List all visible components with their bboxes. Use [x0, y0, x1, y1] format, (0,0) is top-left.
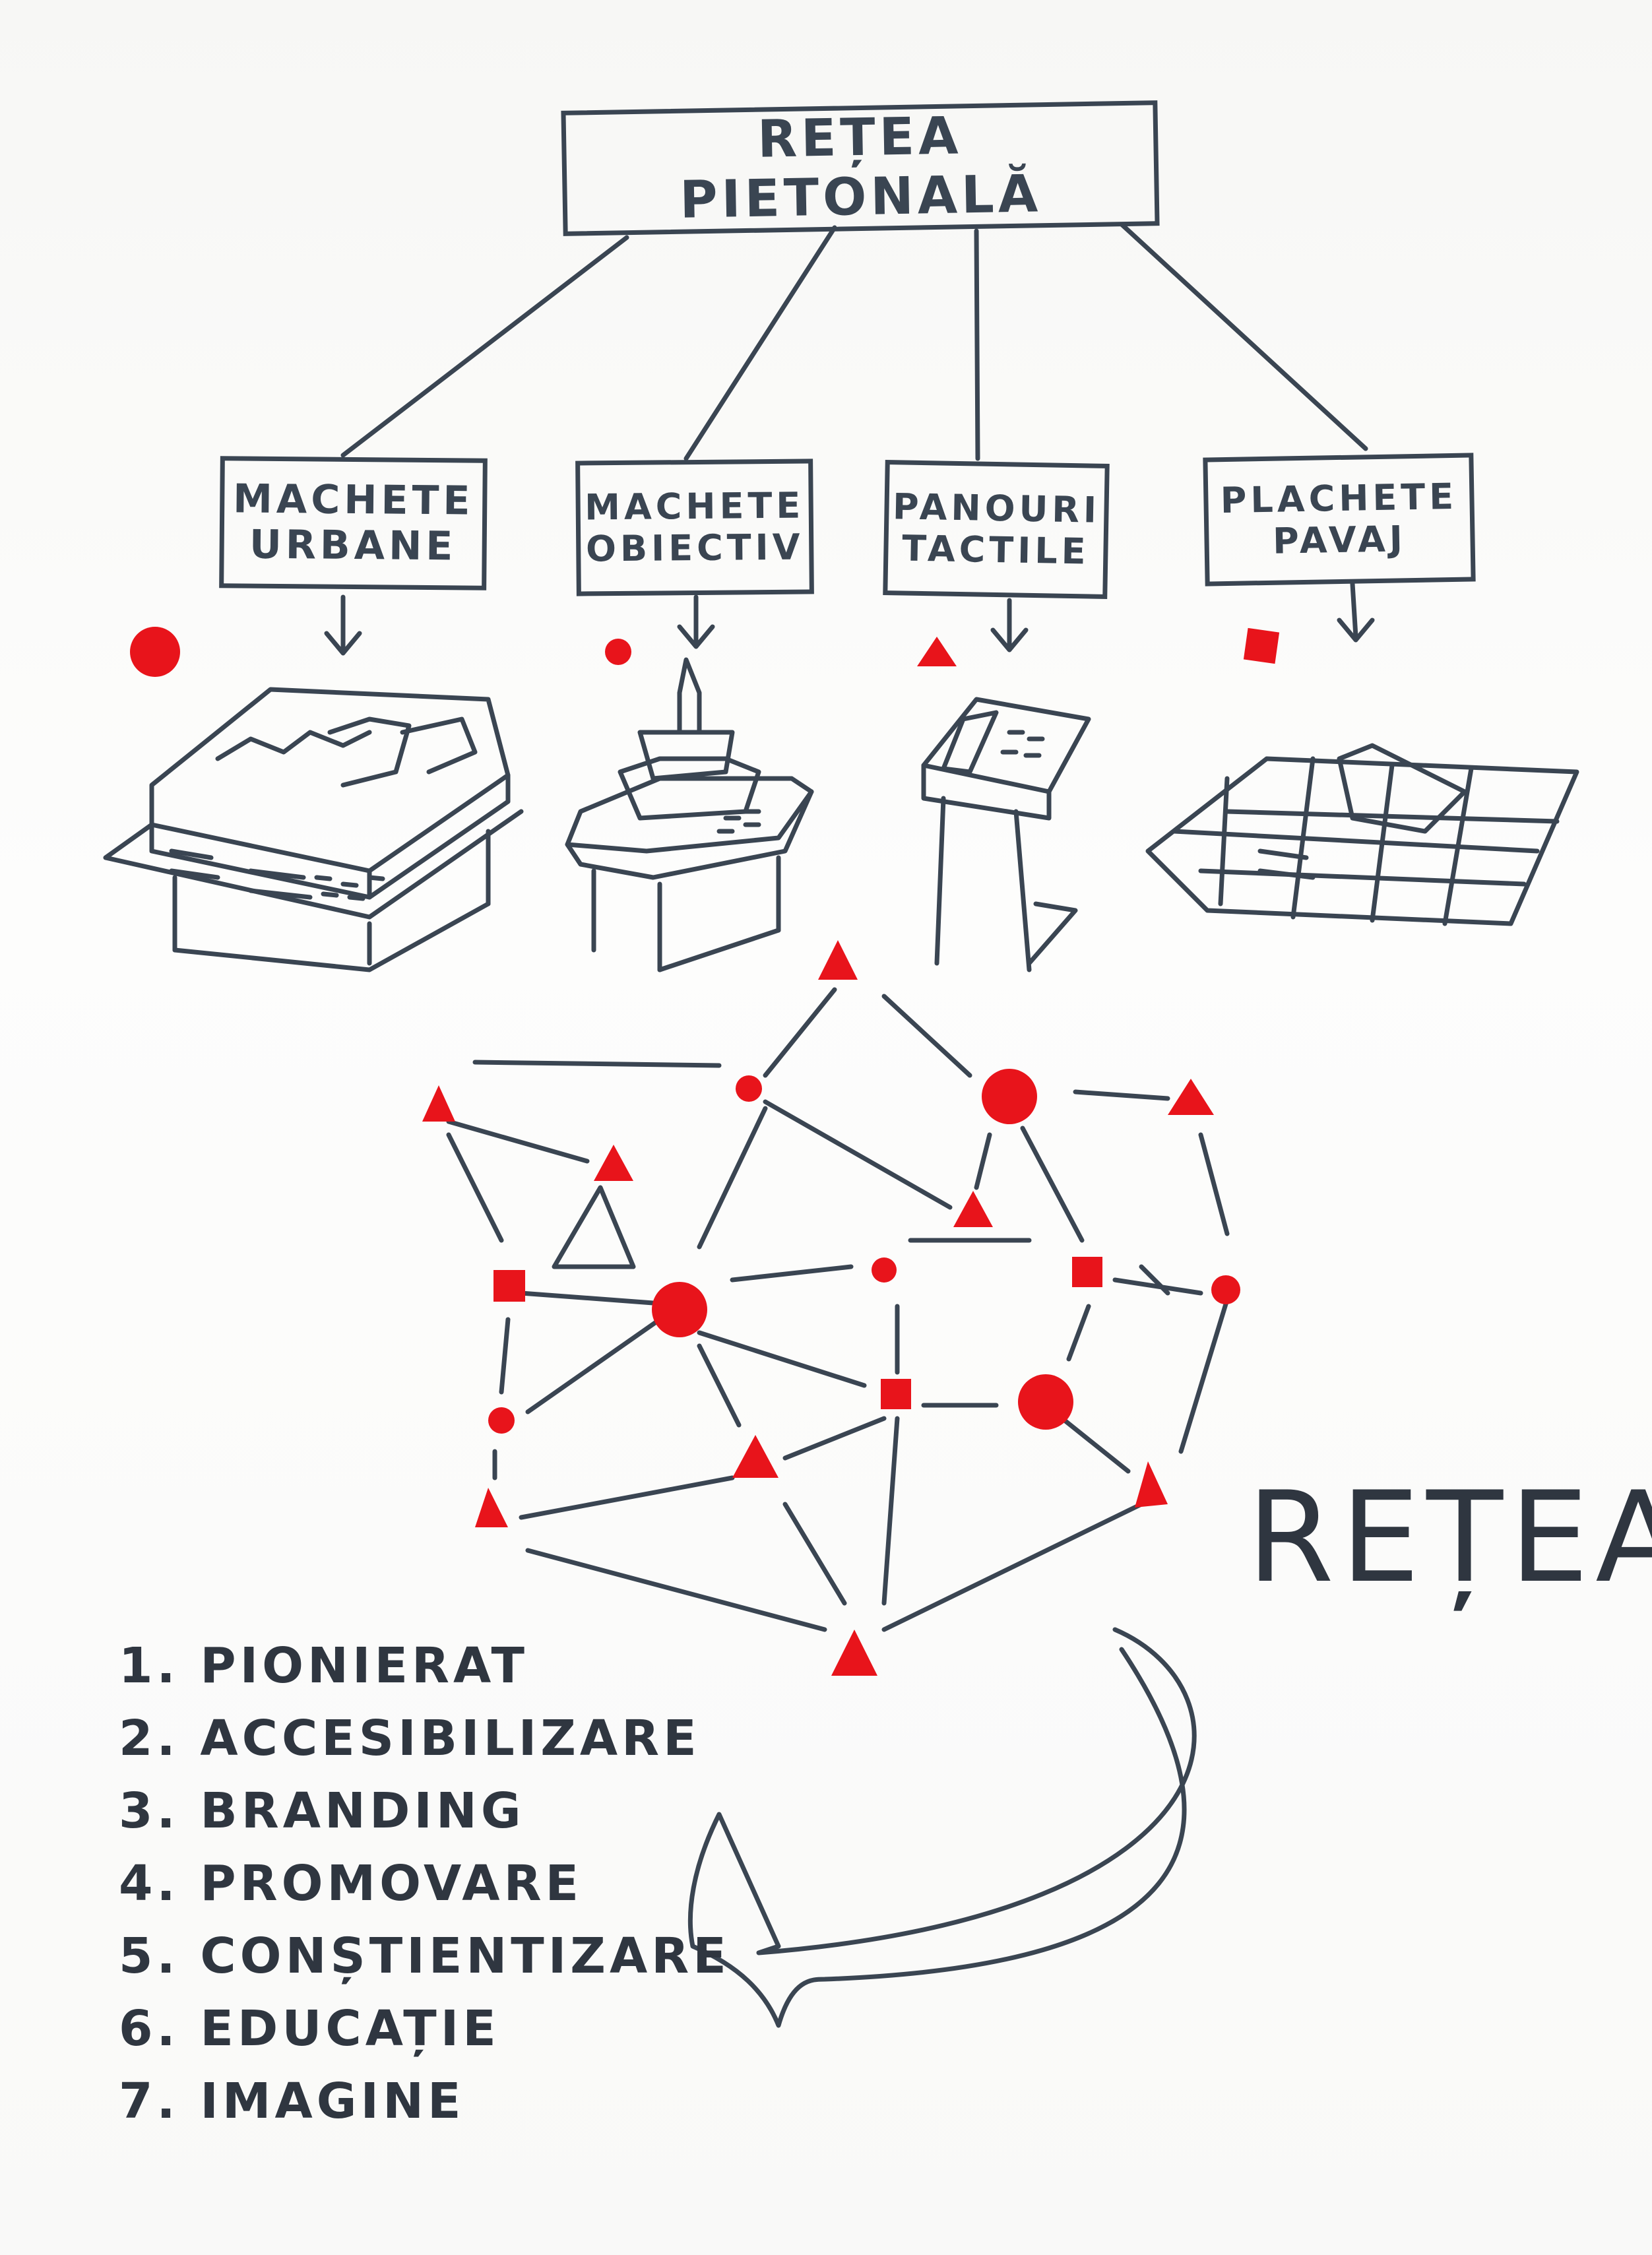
- network-label: REȚEA: [1247, 1465, 1652, 1610]
- category-box-panels: PANOURI TACTILE: [883, 460, 1110, 599]
- arrow-cat-1: [677, 594, 715, 649]
- connector-title-cat-0: [340, 235, 629, 458]
- arrow-cat-2: [990, 598, 1029, 652]
- category-box-urban: MACHETE URBANE: [219, 456, 488, 590]
- connector-title-cat-2: [974, 228, 980, 461]
- objective-model-sketch: [565, 657, 814, 972]
- benefits-list: 1. PIONIERAT 2. ACCESIBILIZARE 3. BRANDI…: [119, 1630, 730, 2138]
- list-item: 3. BRANDING: [119, 1783, 525, 1839]
- connector-title-cat-1: [683, 225, 837, 461]
- title-text: REȚEA PIETONALĂ: [679, 106, 1042, 230]
- network-nodes: [422, 940, 1240, 1676]
- marker-panel: [917, 637, 957, 666]
- list-item: 2. ACCESIBILIZARE: [119, 1710, 701, 1767]
- title-box: REȚEA PIETONALĂ: [561, 100, 1160, 236]
- marker-pavaj: [1243, 627, 1280, 664]
- connector-title-cat-3: [1119, 222, 1368, 451]
- list-item: 7. IMAGINE: [119, 2073, 465, 2130]
- list-item: 6. EDUCAȚIE: [119, 2000, 500, 2057]
- network-edges: [446, 987, 1230, 1632]
- arrow-cat-0: [324, 594, 362, 656]
- category-box-objective: MACHETE OBIECTIV: [575, 459, 814, 596]
- category-label: MACHETE URBANE: [232, 476, 474, 570]
- urban-model-sketch: [103, 687, 524, 972]
- category-label: PLACHETE PAVAJ: [1220, 476, 1458, 562]
- tactile-panel-sketch: [921, 697, 1091, 972]
- marker-urban: [130, 627, 180, 677]
- list-item: 4. PROMOVARE: [119, 1855, 583, 1912]
- list-item: 1. PIONIERAT: [119, 1637, 529, 1694]
- list-item: 5. CONȘTIENTIZARE: [119, 1928, 730, 1985]
- category-box-pavaj: PLACHETE PAVAJ: [1203, 453, 1476, 587]
- marker-objective: [605, 639, 631, 665]
- paving-plates-sketch: [1145, 743, 1579, 926]
- category-label: PANOURI TACTILE: [892, 486, 1101, 572]
- category-label: MACHETE OBIECTIV: [584, 484, 805, 569]
- arrow-cat-3: [1337, 581, 1375, 643]
- curved-arrow: [687, 1627, 1197, 2028]
